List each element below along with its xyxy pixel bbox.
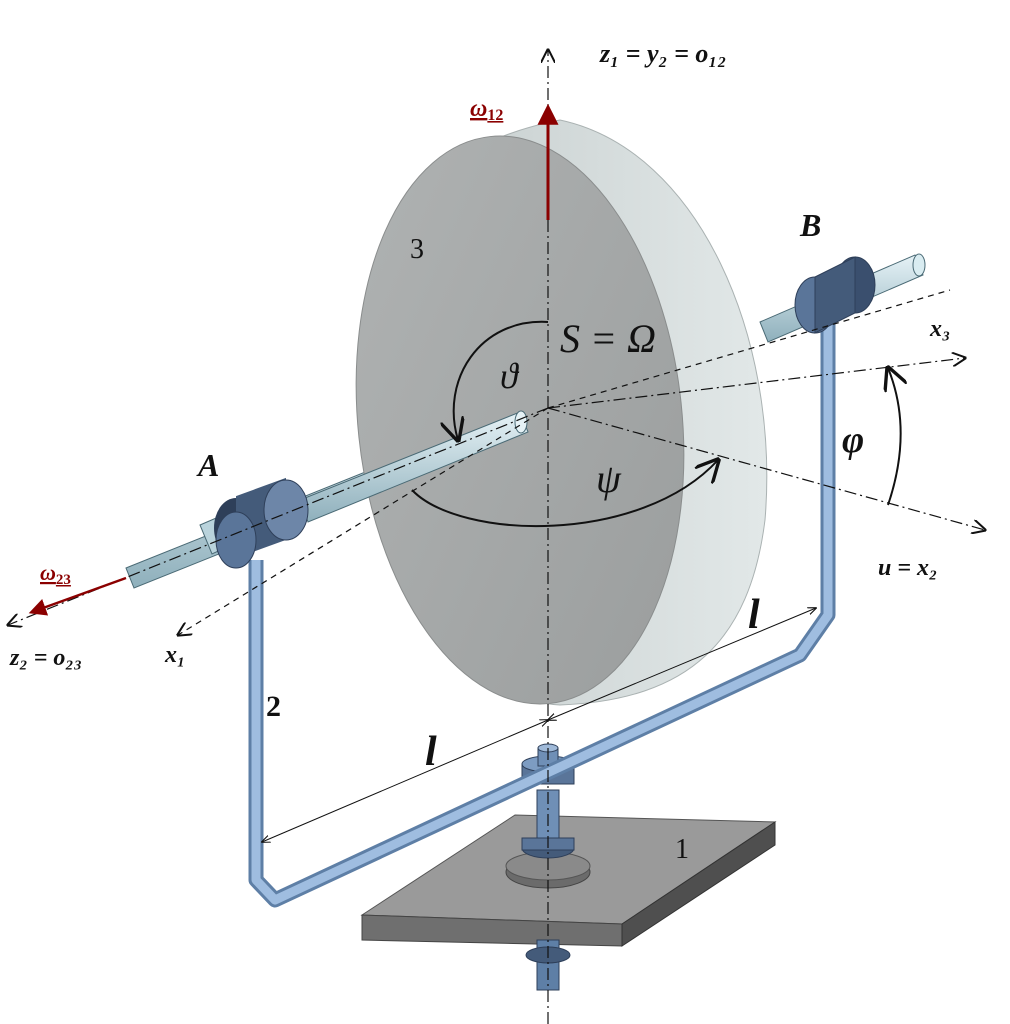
omega23-label: ω23 xyxy=(40,560,71,588)
phi-arc xyxy=(888,368,901,506)
theta-arc xyxy=(454,320,549,440)
phi-label: φ xyxy=(842,419,864,461)
bearing-b xyxy=(794,256,876,334)
length-right-label: l xyxy=(748,592,760,638)
x3-right-axis xyxy=(547,289,951,409)
x3-axis xyxy=(547,358,965,409)
center-label: S = Ω xyxy=(560,316,656,361)
dimension-lines xyxy=(262,608,816,842)
point-b-label: B xyxy=(799,207,821,243)
angle-arcs xyxy=(411,320,901,528)
u-axis-label: u = x₂ xyxy=(878,555,937,581)
omega-vectors xyxy=(28,103,559,616)
point-a-label: A xyxy=(196,447,219,483)
base-number-label: 1 xyxy=(675,834,689,865)
frame-number-label: 2 xyxy=(266,690,281,723)
length-left-label: l xyxy=(425,729,437,775)
bearing-a xyxy=(214,477,309,569)
disk-number-label: 3 xyxy=(410,234,424,265)
omega12-label: ω12 xyxy=(470,96,503,124)
x1-axis-label: x₁ xyxy=(164,642,185,668)
u-axis xyxy=(547,407,985,530)
theta-label: ϑ xyxy=(500,356,520,396)
z2-axis-label: z₂ = o₂₃ xyxy=(9,645,82,671)
x3-axis-label: x₃ xyxy=(929,316,950,342)
psi-label: ψ xyxy=(596,456,622,501)
axis-top-label: z₁ = y₂ = o₁₂ xyxy=(599,39,727,68)
psi-arc xyxy=(411,460,718,528)
